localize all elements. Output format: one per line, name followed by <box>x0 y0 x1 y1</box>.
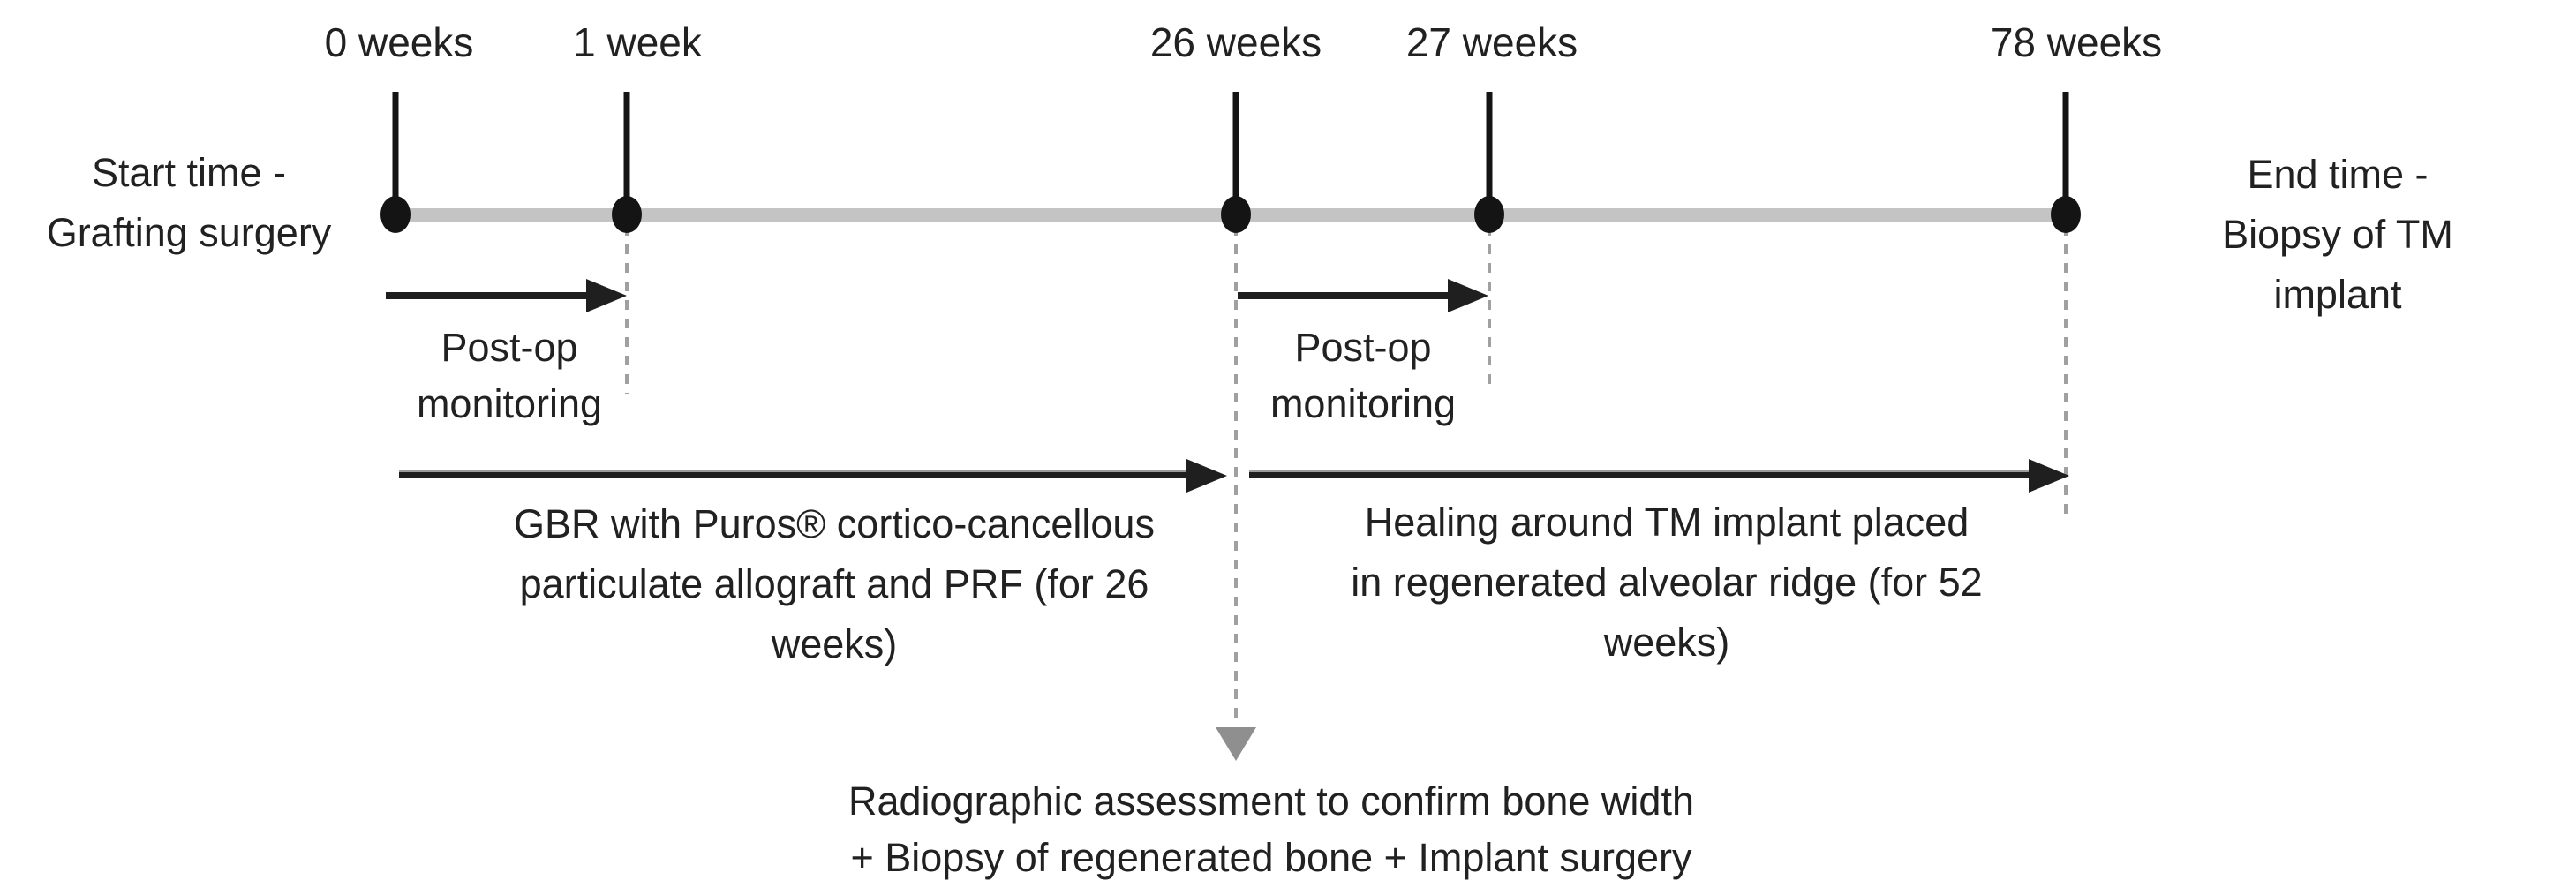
dashed-line-78-weeks <box>2064 226 2068 517</box>
down-arrow-icon <box>1216 727 1256 761</box>
postop-monitoring-arrow-1 <box>386 292 586 299</box>
phase2-healing-arrow <box>1249 470 2029 478</box>
postop-monitoring-arrow-2 <box>1238 292 1448 299</box>
marker-label-78-weeks: 78 weeks <box>1990 19 2163 65</box>
marker-stem-78-weeks <box>2062 92 2069 201</box>
postop-monitoring-label-2: Post-op monitoring <box>1269 325 1457 426</box>
marker-label-1-week: 1 week <box>573 19 702 65</box>
phase1-gbr-arrow <box>399 470 1186 478</box>
marker-label-0-weeks: 0 weeks <box>324 19 474 65</box>
start-time-label: Start time - Grafting surgery <box>46 150 332 255</box>
marker-dot-0-weeks <box>380 196 411 233</box>
postop-monitoring-label-1: Post-op monitoring <box>416 325 603 426</box>
phase2-healing-label: Healing around TM implant placed in rege… <box>1351 500 1983 665</box>
marker-stem-0-weeks <box>392 92 399 201</box>
marker-dot-78-weeks <box>2051 196 2081 233</box>
dashed-line-27-weeks <box>1488 226 1491 387</box>
marker-dot-27-weeks <box>1474 196 1504 233</box>
phase1-gbr-label: GBR with Puros® cortico-cancellous parti… <box>514 501 1155 666</box>
marker-label-27-weeks: 27 weeks <box>1405 19 1578 65</box>
dashed-line-26-weeks <box>1234 226 1238 726</box>
radiographic-event-label: Radiographic assessment to confirm bone … <box>848 778 1694 880</box>
marker-stem-26-weeks <box>1232 92 1239 201</box>
dashed-line-1-week <box>625 226 629 394</box>
marker-dot-1-week <box>612 196 642 233</box>
marker-dot-26-weeks <box>1221 196 1251 233</box>
end-time-label: End time - Biopsy of TM implant <box>2222 152 2453 317</box>
marker-stem-27-weeks <box>1486 92 1493 201</box>
marker-stem-1-week <box>623 92 630 201</box>
marker-label-26-weeks: 26 weeks <box>1149 19 1322 65</box>
